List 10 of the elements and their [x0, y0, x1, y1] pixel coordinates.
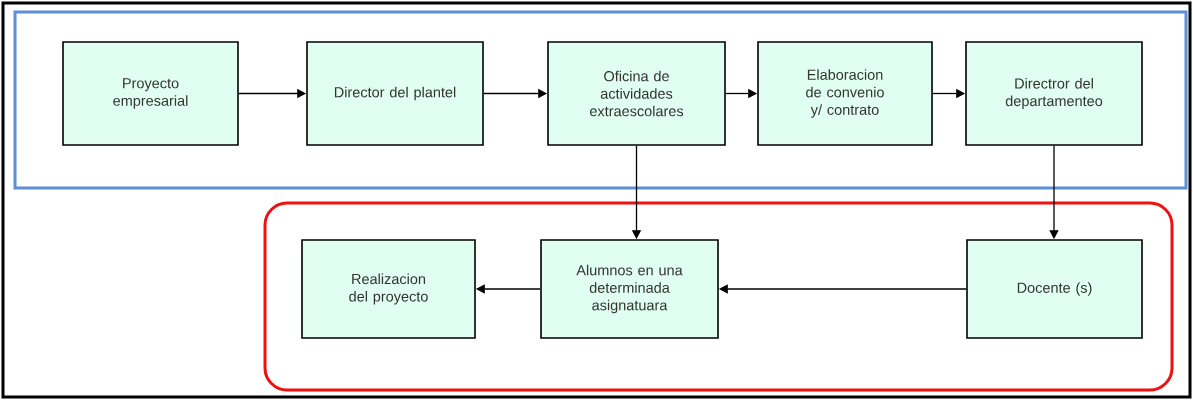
- group-frame: [13, 10, 1188, 190]
- process-box: Elaboracion de convenio y/ contrato: [757, 41, 933, 146]
- process-box: Directror del departamenteo: [965, 41, 1143, 146]
- process-box: Proyecto empresarial: [62, 41, 239, 146]
- process-box: Docente (s): [966, 239, 1143, 339]
- group-frame: [263, 201, 1174, 392]
- process-box: Oficina de actividades extraescolares: [547, 41, 726, 146]
- process-box: Director del plantel: [306, 41, 484, 146]
- process-box: Realizacion del proyecto: [301, 239, 476, 339]
- process-box: Alumnos en una determinada asignatuara: [540, 239, 719, 339]
